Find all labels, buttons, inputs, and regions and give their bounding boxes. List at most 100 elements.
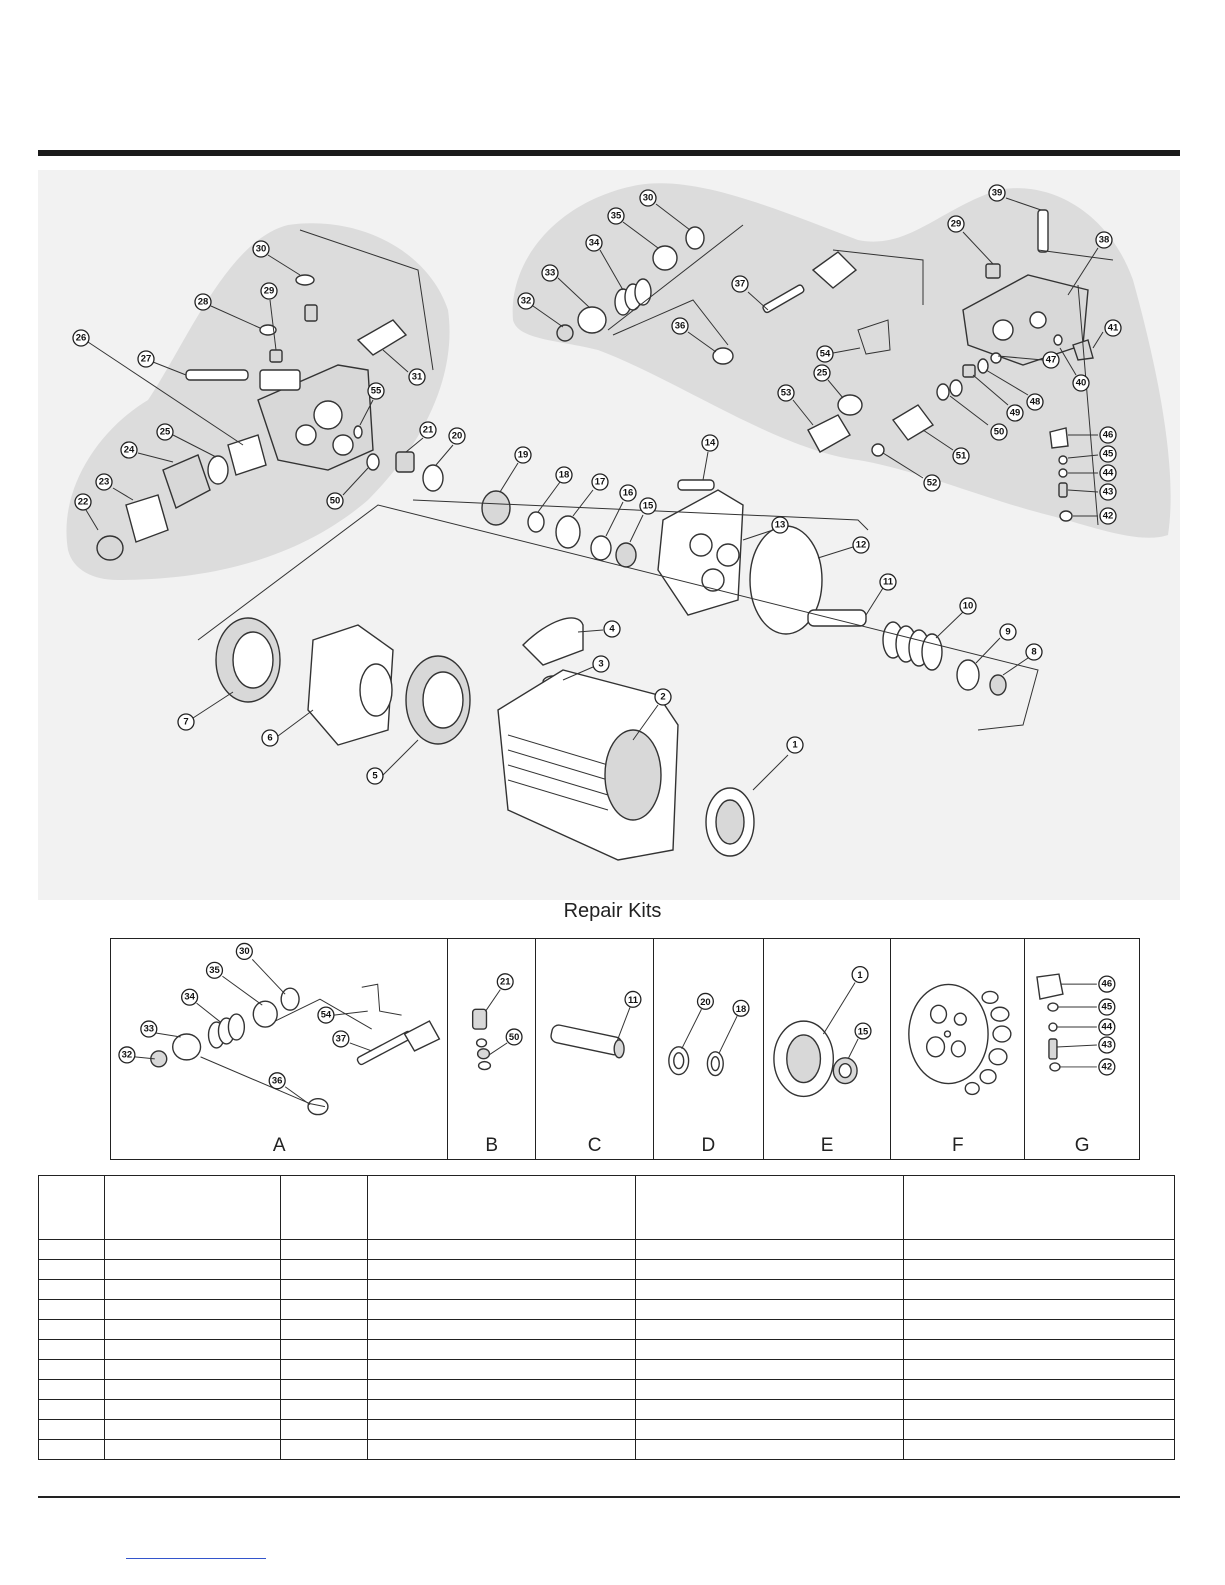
kit-b-drawing: 21 50 bbox=[472, 973, 523, 1071]
part-51-valve bbox=[891, 404, 935, 441]
svg-text:11: 11 bbox=[628, 994, 638, 1005]
part-13-head bbox=[657, 489, 744, 616]
table-row bbox=[38, 1239, 1175, 1260]
svg-text:23: 23 bbox=[99, 477, 110, 488]
table-cell bbox=[903, 1239, 1175, 1260]
table-cell bbox=[104, 1439, 281, 1460]
callout-43: 43 bbox=[1067, 483, 1117, 501]
svg-text:42: 42 bbox=[1103, 511, 1114, 522]
svg-text:34: 34 bbox=[184, 992, 195, 1003]
svg-text:19: 19 bbox=[518, 450, 529, 461]
callout-4: 4 bbox=[577, 620, 621, 638]
svg-text:10: 10 bbox=[963, 601, 974, 612]
part-9-washer bbox=[956, 659, 980, 691]
callout-27: 27 bbox=[137, 350, 187, 376]
part-10-spring bbox=[882, 621, 943, 671]
svg-text:44: 44 bbox=[1102, 1022, 1113, 1033]
callout-18: 18 bbox=[537, 466, 573, 513]
table-cell bbox=[38, 1259, 105, 1280]
table-header-row bbox=[38, 1175, 1175, 1240]
callout-2: 2 bbox=[632, 688, 672, 741]
table-row bbox=[38, 1339, 1175, 1360]
table-cell bbox=[38, 1319, 105, 1340]
part-27-bolt bbox=[185, 369, 249, 381]
callout-51: 51 bbox=[922, 429, 970, 465]
table-cell bbox=[104, 1379, 281, 1400]
part-37-piston-head bbox=[811, 251, 858, 289]
svg-text:48: 48 bbox=[1030, 397, 1041, 408]
callout-8: 8 bbox=[1002, 643, 1043, 676]
svg-text:35: 35 bbox=[209, 965, 220, 976]
callout-29-left: 29 bbox=[260, 282, 278, 351]
kit-label-e: E bbox=[820, 1135, 834, 1156]
table-cell bbox=[635, 1319, 904, 1340]
part-33-cap bbox=[577, 306, 607, 334]
table-cell bbox=[635, 1299, 904, 1320]
svg-text:53: 53 bbox=[781, 388, 792, 399]
svg-text:42: 42 bbox=[1102, 1061, 1113, 1072]
table-header-cell bbox=[903, 1175, 1175, 1240]
svg-text:34: 34 bbox=[589, 238, 600, 249]
callout-32: 32 bbox=[517, 292, 564, 328]
table-header-cell bbox=[367, 1175, 636, 1240]
part-37-stem bbox=[762, 284, 805, 314]
part-47-ball bbox=[990, 352, 1002, 364]
kit-label-f: F bbox=[952, 1135, 964, 1156]
kit-b: 21 50 B bbox=[448, 939, 537, 1159]
svg-text:39: 39 bbox=[992, 188, 1003, 199]
table-header-cell bbox=[104, 1175, 281, 1240]
callout-28: 28 bbox=[194, 293, 261, 329]
table-cell bbox=[903, 1359, 1175, 1380]
svg-text:16: 16 bbox=[623, 488, 634, 499]
bottom-rule bbox=[38, 1496, 1180, 1498]
part-49-spring bbox=[962, 364, 976, 378]
part-11-piston bbox=[807, 609, 867, 627]
callout-10: 10 bbox=[935, 597, 977, 639]
callout-30-left: 30 bbox=[252, 240, 301, 276]
svg-text:46: 46 bbox=[1103, 430, 1114, 441]
part-25-oring bbox=[207, 455, 229, 485]
table-cell bbox=[635, 1359, 904, 1380]
table-cell bbox=[635, 1239, 904, 1260]
callout-1: 1 bbox=[752, 736, 804, 791]
svg-text:41: 41 bbox=[1108, 323, 1119, 334]
table-cell bbox=[104, 1299, 281, 1320]
callout-19: 19 bbox=[499, 446, 532, 493]
part-20-ring bbox=[422, 464, 444, 492]
table-cell bbox=[903, 1379, 1175, 1400]
callout-21-center: 21 bbox=[405, 421, 437, 453]
svg-text:12: 12 bbox=[856, 540, 867, 551]
svg-text:24: 24 bbox=[124, 445, 135, 456]
callout-9: 9 bbox=[975, 623, 1017, 664]
svg-text:30: 30 bbox=[256, 244, 267, 255]
svg-text:43: 43 bbox=[1102, 1039, 1113, 1050]
part-48-ring bbox=[977, 358, 989, 374]
svg-text:27: 27 bbox=[141, 354, 152, 365]
callout-6: 6 bbox=[261, 709, 314, 747]
svg-text:55: 55 bbox=[371, 386, 382, 397]
svg-text:20: 20 bbox=[700, 996, 710, 1007]
callout-30-right: 30 bbox=[639, 189, 691, 231]
svg-text:2: 2 bbox=[660, 692, 665, 703]
callout-16: 16 bbox=[605, 484, 637, 537]
svg-text:38: 38 bbox=[1099, 235, 1110, 246]
svg-text:21: 21 bbox=[500, 977, 510, 987]
table-row bbox=[38, 1439, 1175, 1460]
kit-a: 30 35 34 54 33 37 32 36 A bbox=[111, 939, 449, 1159]
part-14-bolt bbox=[677, 479, 715, 491]
callout-39: 39 bbox=[988, 184, 1042, 211]
svg-text:6: 6 bbox=[267, 733, 272, 744]
table-cell bbox=[104, 1239, 281, 1260]
table-row bbox=[38, 1279, 1175, 1300]
part-23-adapter bbox=[125, 494, 169, 543]
callout-50-left: 50 bbox=[326, 467, 369, 510]
table-cell bbox=[104, 1259, 281, 1280]
part-21-valve-2 bbox=[395, 451, 415, 473]
svg-text:18: 18 bbox=[736, 1003, 746, 1014]
svg-text:28: 28 bbox=[198, 297, 209, 308]
callout-55: 55 bbox=[359, 382, 385, 426]
callout-41: 41 bbox=[1092, 319, 1122, 349]
table-cell bbox=[38, 1279, 105, 1300]
callout-33: 33 bbox=[541, 264, 591, 309]
part-28-oring bbox=[259, 324, 277, 336]
